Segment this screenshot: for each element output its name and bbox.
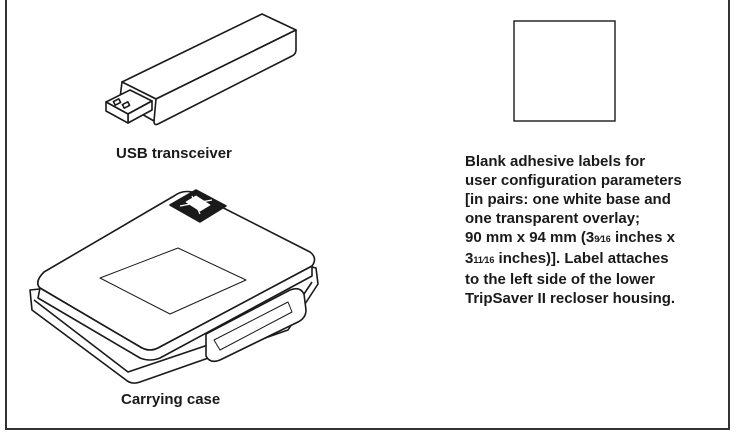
fraction: 9⁄16 — [594, 234, 611, 244]
dims-text: 3 — [465, 250, 474, 267]
labels-line: [in pairs: one white base and — [465, 191, 671, 208]
labels-dims-line-2: 311⁄16 inches)]. Label attaches — [465, 249, 727, 270]
labels-dims-line-1: 90 mm x 94 mm (39⁄16 inches x — [465, 228, 727, 249]
figure-frame — [5, 0, 730, 430]
labels-line: Blank adhesive labels for — [465, 153, 646, 170]
usb-transceiver-illustration — [105, 13, 297, 126]
fraction: 11⁄16 — [473, 255, 495, 265]
usb-transceiver-caption: USB transceiver — [116, 145, 232, 162]
labels-line: to the left side of the lower — [465, 271, 656, 288]
labels-description: Blank adhesive labels for user configura… — [465, 152, 727, 308]
dims-text: inches)]. Label attaches — [494, 250, 669, 267]
carrying-case-illustration — [29, 189, 319, 384]
carrying-case-caption: Carrying case — [121, 391, 221, 408]
dims-text: 90 mm x 94 mm (3 — [465, 229, 595, 246]
blank-label-illustration — [513, 20, 616, 122]
labels-line: one transparent overlay; — [465, 210, 641, 227]
labels-line: TripSaver II recloser housing. — [465, 290, 676, 307]
labels-line: user configuration parameters — [465, 172, 682, 189]
dims-text: inches x — [610, 229, 675, 246]
